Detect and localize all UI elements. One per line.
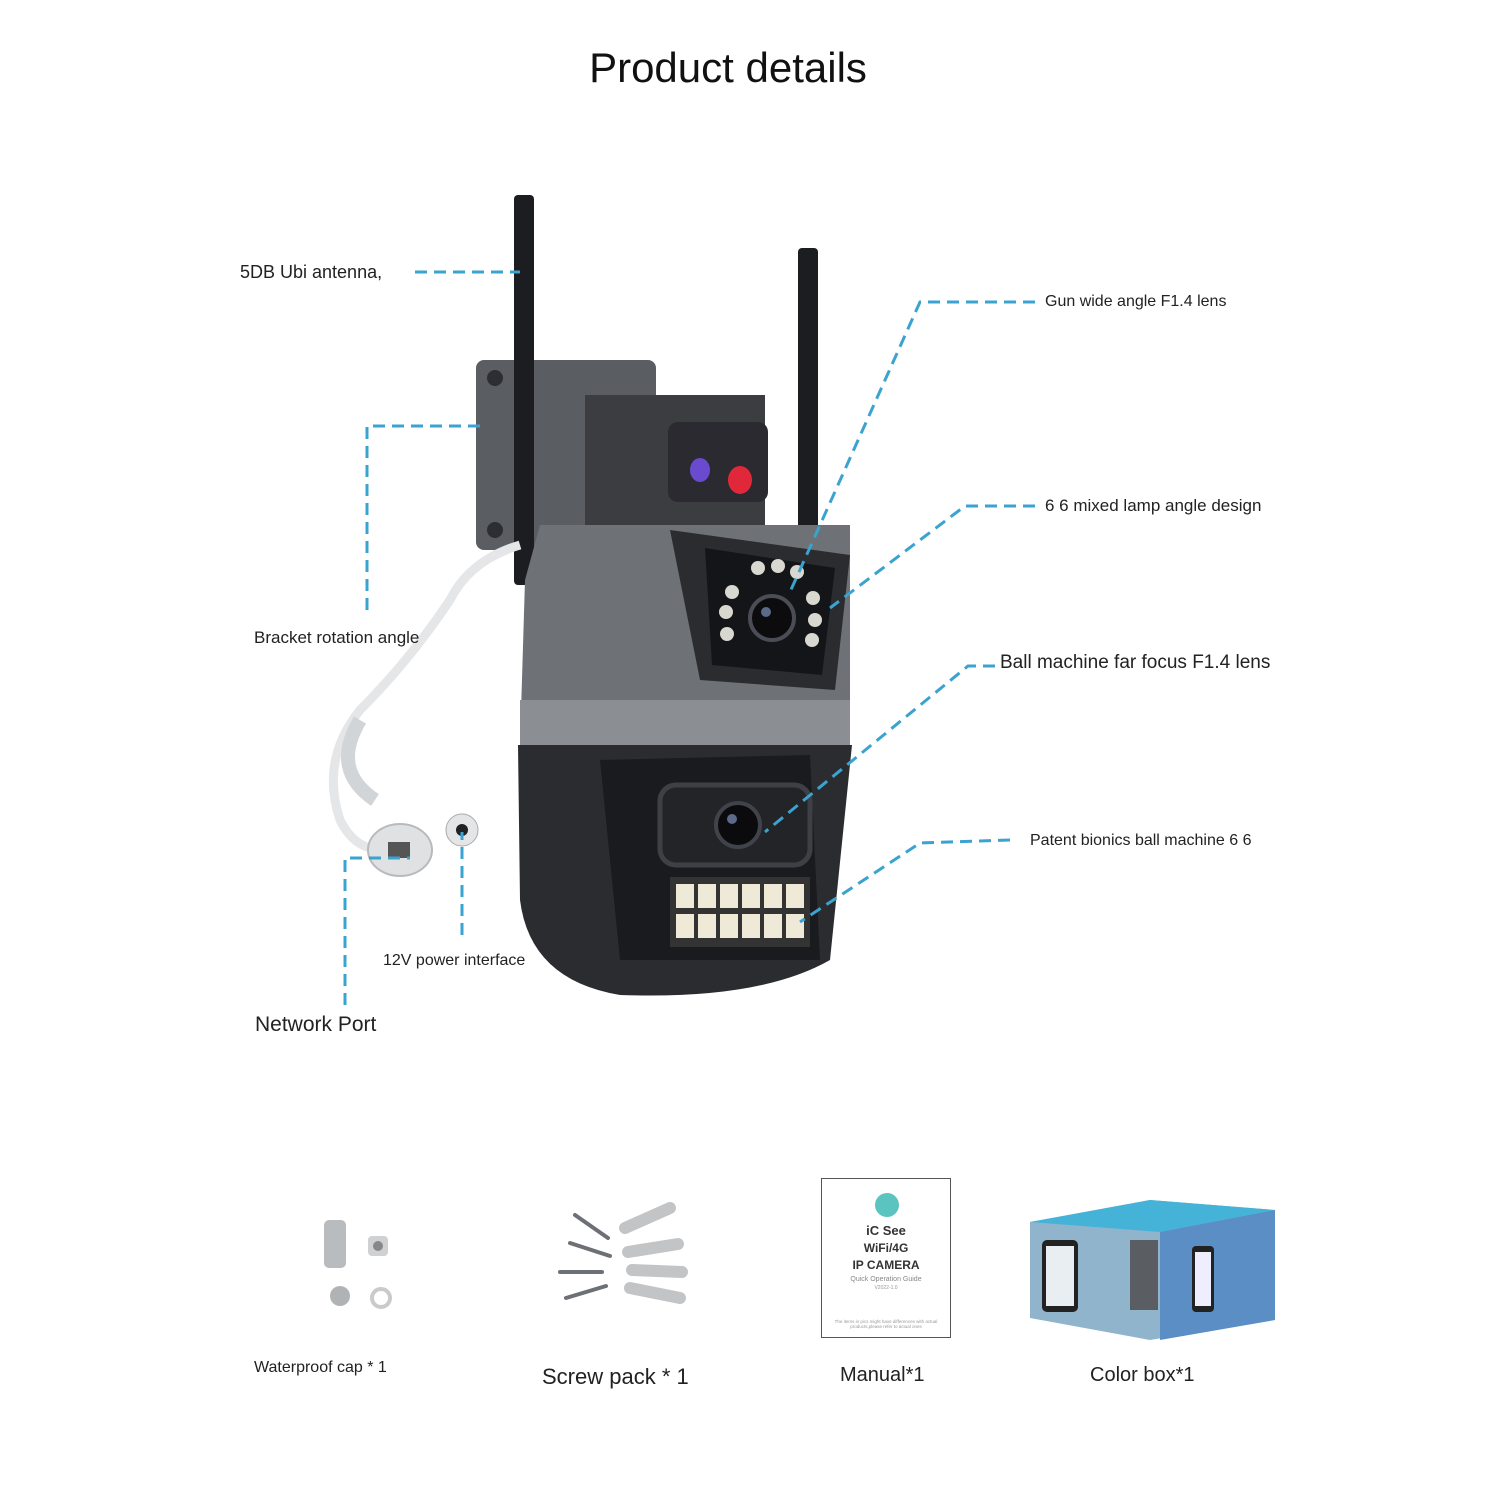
page-title: Product details [589,44,867,91]
waterproof-cap-image [324,1220,392,1309]
manual-note: The items in pics might have differences… [834,1319,938,1329]
cable [328,540,522,854]
callout-lamp: 6 6 mixed lamp angle design [1045,496,1262,515]
callout-lines [343,270,1035,1005]
accessory-color-box: Color box*1 [1090,1364,1195,1386]
callout-patent: Patent bionics ball machine 6 6 [1030,832,1252,849]
screw-pack-image [558,1202,688,1304]
camera-logo-icon [875,1193,899,1217]
callout-ball-lens: Ball machine far focus F1.4 lens [1000,652,1271,673]
callout-network-port: Network Port [255,1013,377,1036]
manual-image: iC See WiFi/4G IP CAMERA Quick Operation… [821,1178,951,1338]
color-box-image [1030,1200,1275,1340]
accessory-screw-pack: Screw pack * 1 [542,1364,689,1389]
callout-antenna: 5DB Ubi antenna, [240,262,383,282]
antenna-left [514,195,534,585]
manual-version: V2022-1.0 [874,1285,898,1291]
manual-guide: Quick Operation Guide [850,1276,922,1283]
manual-line1: WiFi/4G [863,1241,909,1255]
accessory-manual: Manual*1 [840,1364,925,1386]
callout-bracket: Bracket rotation angle [254,628,420,647]
callout-power: 12V power interface [383,952,526,969]
manual-brand: iC See [866,1223,906,1238]
manual-line2: IP CAMERA [852,1258,920,1272]
callout-gun-lens: Gun wide angle F1.4 lens [1045,293,1227,310]
siren-light [668,422,768,502]
accessory-waterproof-cap: Waterproof cap * 1 [254,1359,387,1376]
